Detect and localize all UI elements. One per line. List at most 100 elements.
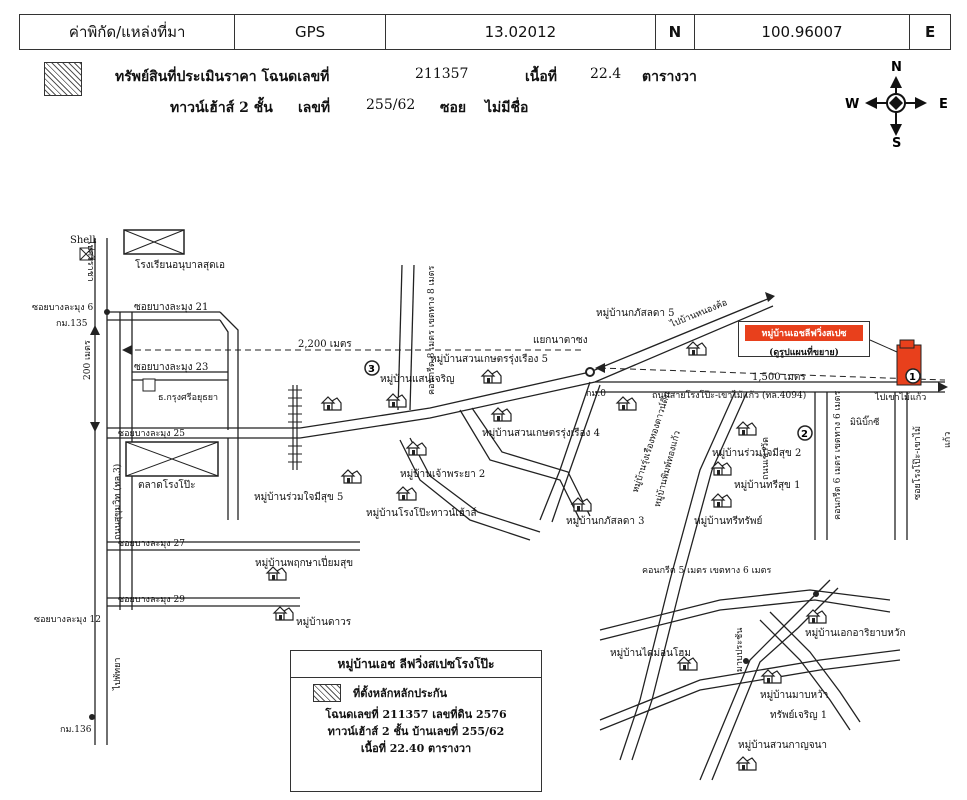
deed-number: 211357 [415, 66, 469, 82]
tambon-label: แก้ว [943, 431, 953, 448]
soi25-label: ซอยบางละมุง 25 [118, 429, 185, 439]
village-kasetlada3-label: หมู่บ้านกภัสลดา 3 [566, 516, 645, 527]
school-label: โรงเรียนอนุบาลสุดเอ [135, 260, 226, 271]
village-aekara-label: หมู่บ้านเอกอาริยาบหวัก [805, 628, 906, 639]
market-label: ตลาดโรงโป๊ะ [138, 480, 196, 491]
soi21-label: ซอยบางละมุง 21 [134, 302, 209, 313]
compass-w: W [845, 97, 859, 112]
legend-hatch-icon [313, 684, 341, 702]
village-house-icon [710, 460, 732, 476]
soi23-label: ซอยบางละมุง 23 [134, 362, 209, 373]
hatch-swatch-icon [44, 62, 82, 96]
soi6-label: ซอยบางละมุง 6 [32, 303, 94, 313]
village-kasetlada5-label: หมู่บ้านกภัสลดา 5 [596, 308, 675, 319]
village-rongpotown-label: หมู่บ้านโรงโป๊ะทาวน์เฮ้าส์ [366, 508, 477, 519]
village-srisap-label: หมู่บ้านทรีทรัพย์ [694, 516, 763, 527]
legend-line2: ทาวน์เฮ้าส์ 2 ชั้น บ้านเลขที่ 255/62 [327, 725, 505, 738]
latitude-dir: N [656, 15, 695, 49]
area-label: เนื้อที่ [525, 69, 557, 85]
village-chaophraya2-label: หมู่บ้านเจ้าพระยา 2 [400, 469, 486, 480]
village-mabyai-label: หมู่บ้านมาบหว้า [760, 690, 829, 701]
village-thaiwan-label: หมู่บ้านไดม่อนโฮม [610, 648, 692, 659]
village-house-icon [735, 420, 757, 436]
bank-label: ธ.กรุงศรีอยุธยา [158, 393, 219, 403]
distance-1500-label: 1,500 เมตร [752, 372, 806, 383]
distance-200-label: 200 เมตร [83, 340, 93, 380]
distance-2200-label: 2,200 เมตร [298, 339, 352, 350]
km135-label: กม.135 [56, 319, 88, 329]
to-sriracha-label: ไปศรีราชา [85, 240, 95, 282]
coord-source-value: GPS [235, 15, 386, 49]
legend-box: หมู่บ้านเอช ลีฟวิ่งสเปซโรงโป๊ะ ที่ตั้งหล… [290, 650, 542, 792]
longitude-value: 100.96007 [695, 15, 911, 49]
shell-label: Shell [70, 235, 96, 246]
soi-value: ไม่มีชื่อ [485, 100, 529, 116]
soi12-label: ซอยบางละมุง 12 [34, 615, 101, 625]
concrete-5m-label: คอนกรีต 5 เมตร เขตทาง 6 เมตร [642, 566, 772, 576]
junction-label: แยกนาตาซง [533, 335, 588, 346]
village-house-icon [490, 406, 512, 422]
village-house-icon [320, 395, 342, 411]
village-house-icon [760, 668, 782, 684]
latitude-value: 13.02012 [386, 15, 656, 49]
village-sankaen-label: หมู่บ้านแสนเจริญ [380, 374, 455, 385]
marker-2: 2 [801, 429, 808, 440]
mahaprai-label: มาบประชัน [735, 627, 745, 672]
soi29-label: ซอยบางละมุง 29 [118, 595, 185, 605]
target-village-name: หมู่บ้านเอชลีฟวิ่งสเปซ [745, 325, 863, 341]
property-line1-label: ทรัพย์สินที่ประเมินราคา โฉนดเลขที่ [115, 69, 330, 85]
compass-rose-icon: N S W E [845, 60, 948, 150]
to-pattaya-label: ไปพัทยา [113, 657, 123, 690]
km0-label: กม.0 [586, 389, 606, 399]
village-house-icon [480, 368, 502, 384]
road-wat-label: ถนนเข้าวัด [761, 437, 771, 480]
legend-line3: เนื้อที่ 22.40 ตารางวา [360, 742, 472, 755]
village-sapcharoen-label: ทรัพย์เจริญ 1 [770, 710, 828, 721]
village-house-icon [395, 485, 417, 501]
village-house-icon [570, 496, 592, 512]
concrete-8m-label: คอนกรีต 8 เมตร เขตทาง 8 เมตร [427, 265, 437, 395]
longitude-dir: E [924, 23, 936, 41]
village-house-icon [405, 440, 427, 456]
village-ruamjai5-label: หมู่บ้านร่วมใจมีสุข 5 [254, 492, 344, 503]
village-house-icon [385, 392, 407, 408]
compass-n: N [891, 60, 902, 75]
village-ruamjai2-label: หมู่บ้านร่วมใจมีสุข 2 [712, 448, 802, 459]
compass-e: E [939, 97, 948, 112]
area-value: 22.4 [590, 66, 622, 82]
concrete-6m-label: คอนกรีต 6 เมตร เขตทาง 6 เมตร [833, 390, 843, 520]
village-house-icon [272, 605, 294, 621]
village-dao-label: หมู่บ้านดาวร [296, 617, 352, 628]
to-khaomaikaew-label: ไปเขาไม้แก้ว [875, 393, 927, 403]
coordinate-header: ค่าพิกัด/แหล่งที่มา GPS 13.02012 N 100.9… [19, 14, 951, 50]
target-village-sub: (ดูรูปแผนที่ขยาย) [769, 348, 839, 358]
mini-bigc-label: มินิบิ๊กซี [850, 418, 880, 428]
property-line2-label: ทาวน์เฮ้าส์ 2 ชั้น [170, 100, 273, 116]
village-house-icon [735, 755, 757, 771]
marker-3: 3 [368, 364, 375, 375]
km136-label: กม.136 [60, 725, 92, 735]
soi27-label: ซอยบางละมุง 27 [118, 539, 185, 549]
compass-s: S [892, 136, 901, 150]
soi-rongpo-label: ซอยโรงโป๊ะ-เขาไม้ [913, 425, 923, 500]
coord-source-label: ค่าพิกัด/แหล่งที่มา [20, 15, 236, 49]
village-suankanchana-label: หมู่บ้านสวนกาญจนา [738, 740, 828, 751]
village-phruksa-label: หมู่บ้านพฤกษาเปี่ยมสุข [255, 558, 354, 569]
village-house-icon [710, 492, 732, 508]
village-suankaset4-label: หมู่บ้านสวนเกษตรรุ่งเรือง 4 [482, 428, 600, 439]
legend-line1: โฉนดเลขที่ 211357 เลขที่ดิน 2576 [325, 708, 507, 721]
house-no-label: เลขที่ [298, 100, 331, 116]
village-suankaset5-label: หมู่บ้านสวนเกษตรรุ่งเรือง 5 [430, 354, 548, 365]
soi-label: ซอย [440, 100, 467, 116]
main-road-label: ถนนสายโรงโป๊ะ-เขาไม้แก้ว (ทล.4094) [652, 391, 807, 401]
village-house-icon [685, 340, 707, 356]
legend-hatch-label: ที่ตั้งหลักหลักประกัน [353, 687, 448, 700]
target-village-callout: หมู่บ้านเอชลีฟวิ่งสเปซ (ดูรูปแผนที่ขยาย) [738, 321, 870, 358]
village-house-icon [615, 395, 637, 411]
sukhumvit-label: ถนนสุขุมวิท (ทล.3) [113, 463, 123, 540]
village-house-icon [805, 608, 827, 624]
house-number: 255/62 [366, 97, 416, 113]
village-house-icon [340, 468, 362, 484]
legend-title: หมู่บ้านเอช ลีฟวิ่งสเปซโรงโป๊ะ [291, 651, 541, 678]
